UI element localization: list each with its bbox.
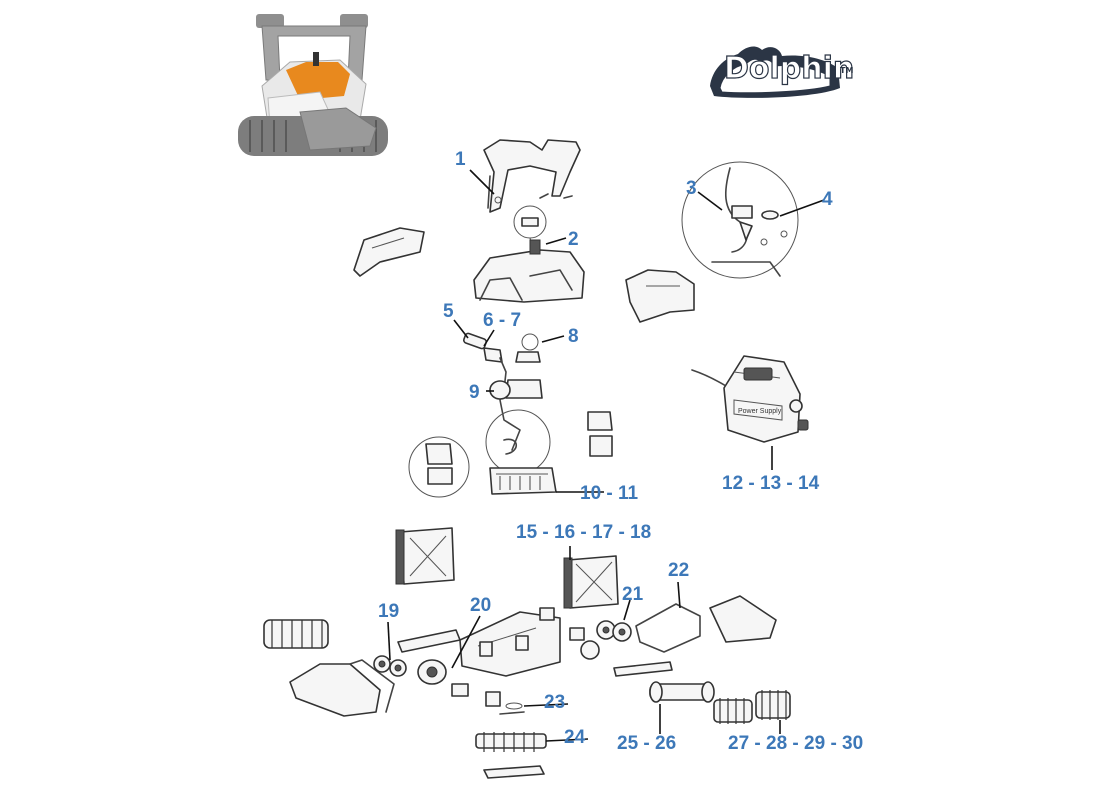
label-part-1: 1	[455, 149, 466, 170]
part-brush-left	[263, 619, 329, 649]
brand-tm: TM	[840, 66, 854, 75]
part-roller-25-26	[649, 681, 715, 703]
part-plate-23	[485, 691, 525, 715]
part-side-panel-right	[625, 269, 695, 323]
brand-name: Dolphin	[723, 51, 855, 86]
part-top-cover	[473, 205, 585, 303]
label-part-10-11: 10 - 11	[580, 483, 639, 504]
part-chassis	[397, 607, 673, 677]
label-part-6-7: 6 - 7	[483, 310, 522, 331]
part-side-panel-left	[353, 227, 425, 277]
part-handle	[483, 139, 581, 213]
label-part-19: 19	[378, 601, 400, 622]
part-track-right	[635, 595, 777, 653]
dolphin-logo: Dolphin TM	[706, 42, 856, 102]
label-part-8: 8	[568, 326, 579, 347]
dolphin-logo-shape	[710, 46, 840, 98]
leader-lines	[387, 169, 825, 742]
robot-photo	[238, 14, 388, 156]
part-pump-20	[417, 659, 469, 697]
part-cable-assembly	[462, 332, 551, 475]
part-brushes-27-30	[713, 690, 791, 724]
label-part-22: 22	[668, 560, 690, 581]
label-part-2: 2	[568, 229, 579, 250]
label-part-27-30: 27 - 28 - 29 - 30	[728, 733, 864, 754]
part-brush-24	[475, 732, 547, 779]
label-part-23: 23	[544, 692, 566, 713]
label-part-5: 5	[443, 301, 454, 322]
part-wheels-19	[373, 655, 407, 677]
label-part-24: 24	[564, 727, 586, 748]
label-part-15-18: 15 - 16 - 17 - 18	[516, 522, 652, 543]
label-part-25-26: 25 - 26	[617, 733, 677, 754]
label-part-9: 9	[469, 382, 480, 403]
part-filter-right	[563, 555, 619, 609]
part-motor-unit	[408, 411, 613, 498]
label-part-21: 21	[622, 584, 644, 605]
part-filter-left	[395, 527, 455, 585]
label-part-12-14: 12 - 13 - 14	[722, 473, 820, 494]
part-detail-3-4	[681, 161, 799, 279]
part-track-left	[289, 659, 395, 717]
part-power-supply: Power Supply	[691, 355, 809, 443]
label-part-20: 20	[470, 595, 492, 616]
power-supply-text: Power Supply	[738, 408, 782, 415]
label-part-4: 4	[822, 189, 833, 210]
label-part-3: 3	[686, 178, 697, 199]
part-wheels-21	[580, 620, 632, 660]
